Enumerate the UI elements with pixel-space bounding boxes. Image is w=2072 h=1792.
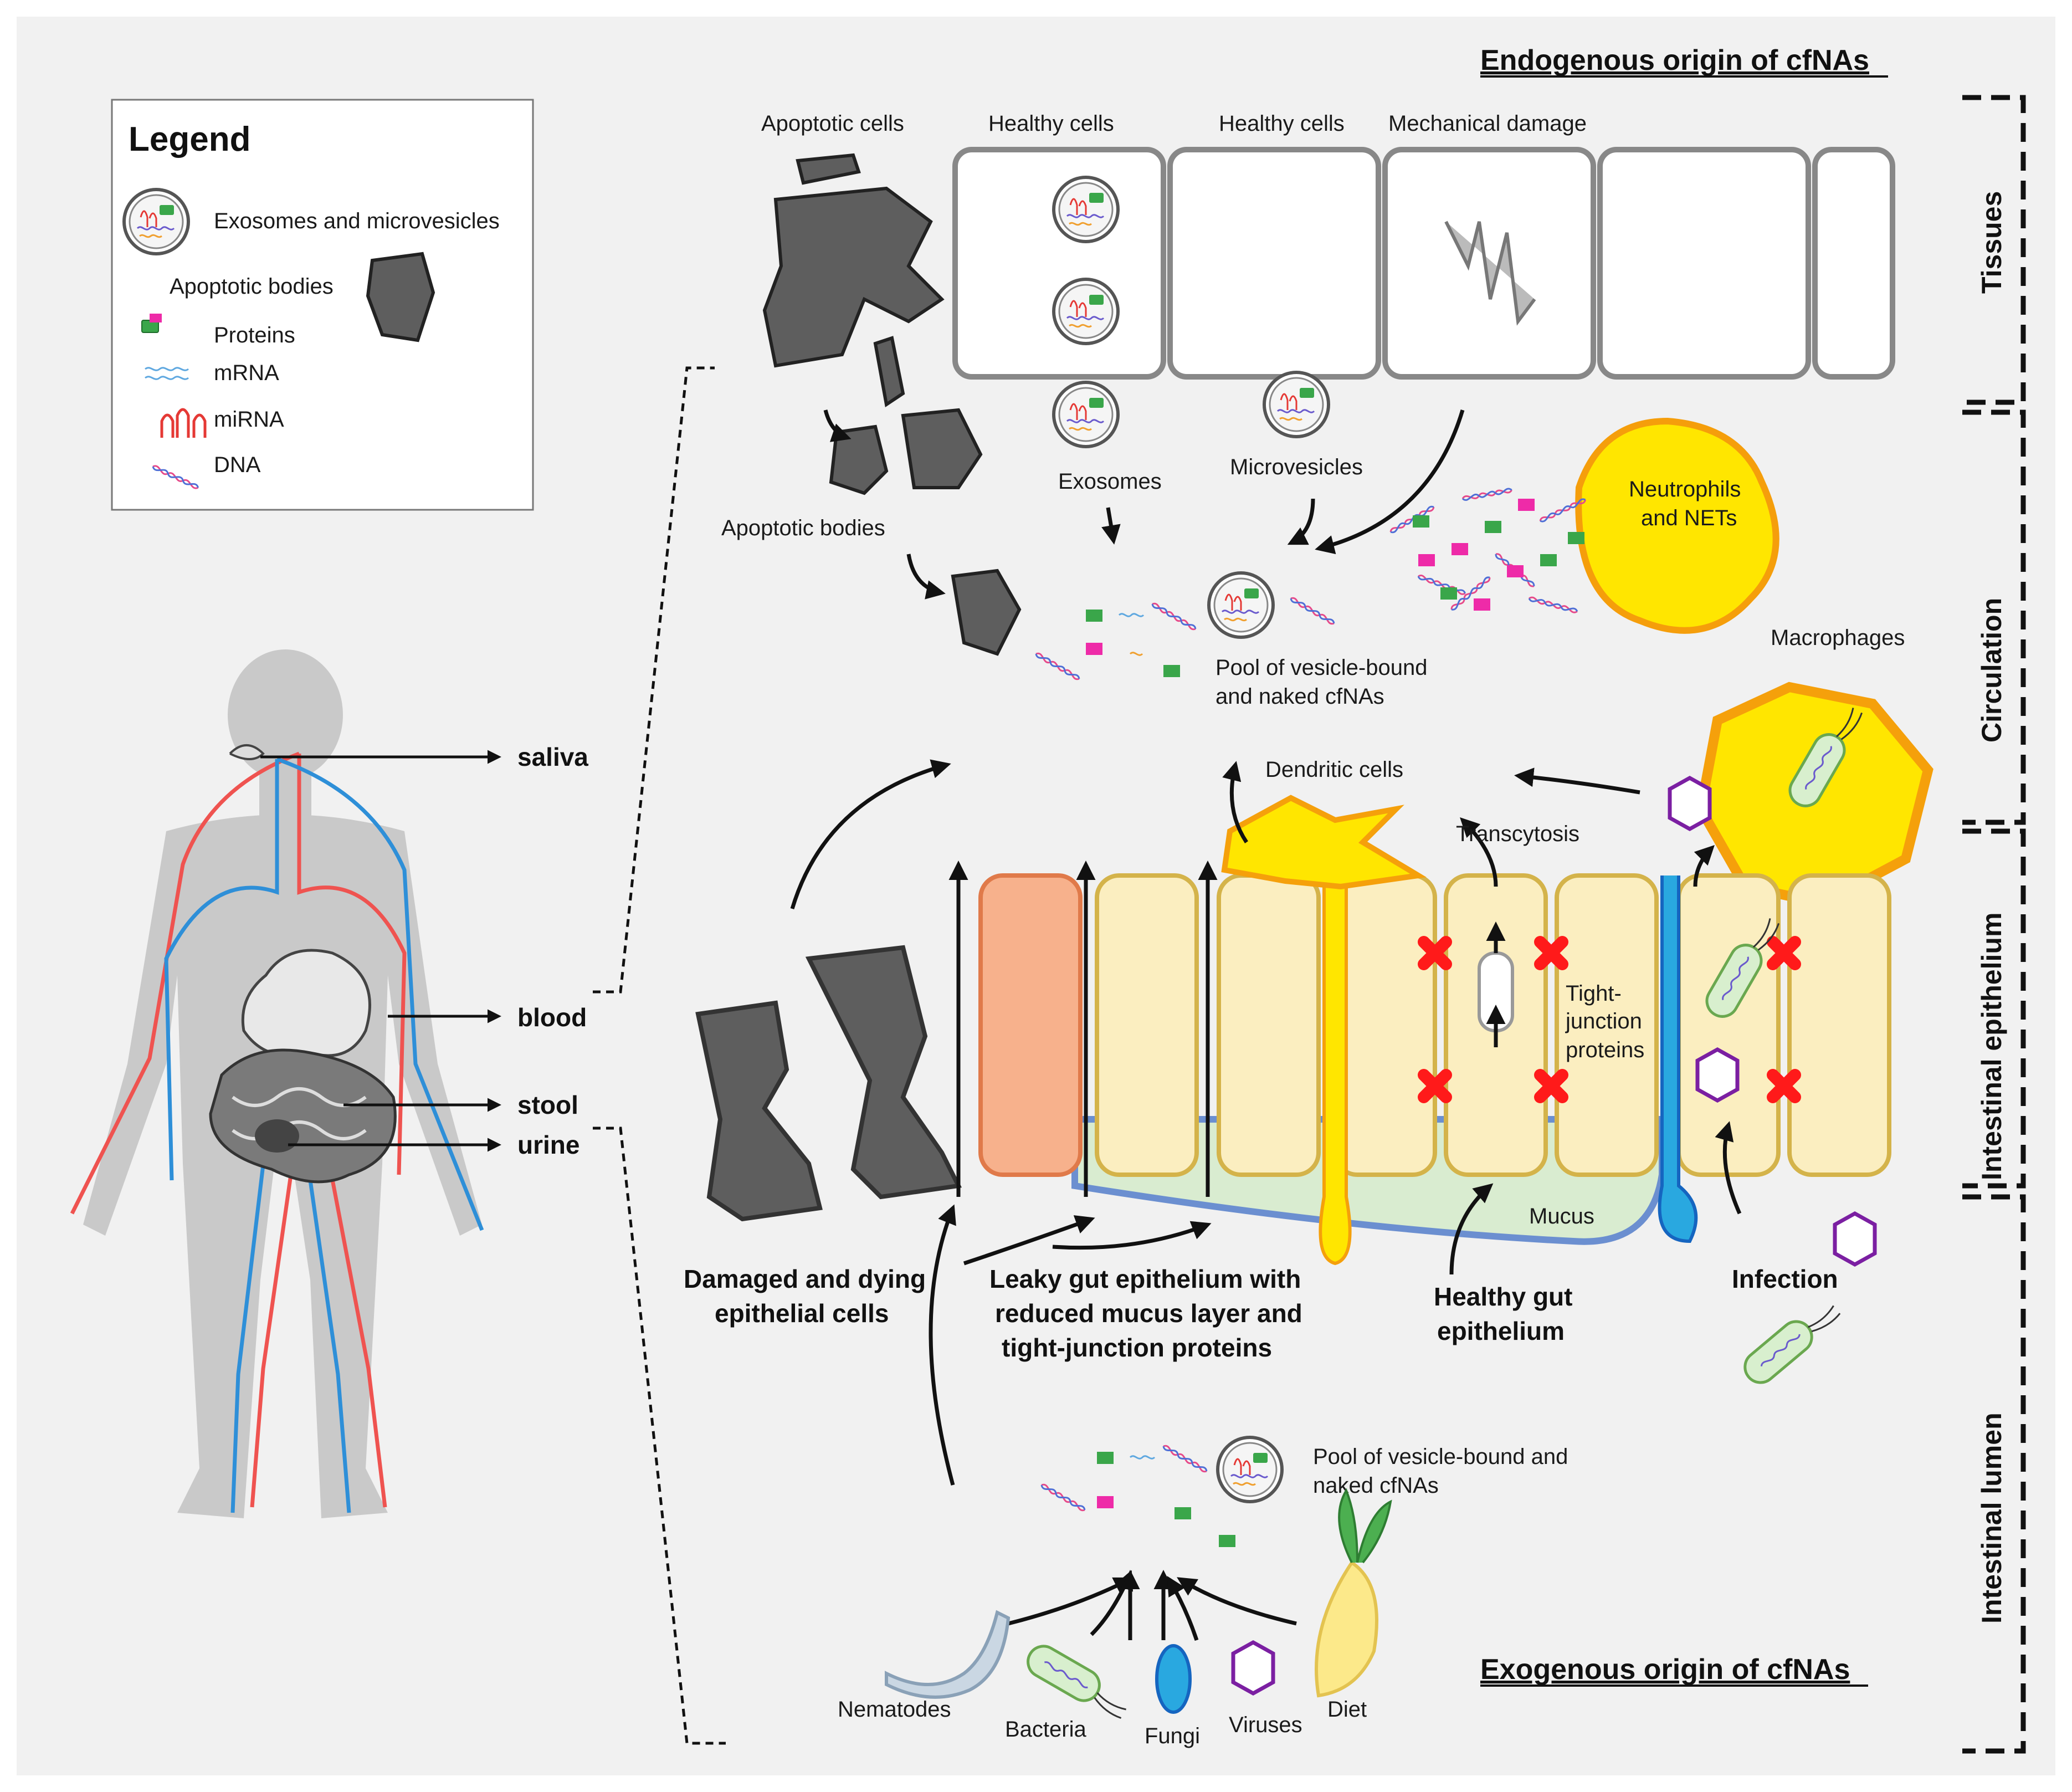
viruses-label: Viruses — [1229, 1713, 1302, 1737]
legend-box: Legend Exosomes and microvesicles Apopto… — [111, 99, 534, 511]
damaged-epithelial-cells — [695, 945, 962, 1222]
diet-label: Diet — [1327, 1697, 1367, 1722]
epithelium-compartment-label: Intestinal epithelium — [1976, 913, 2007, 1180]
blood-label: blood — [517, 1003, 587, 1032]
lost-tight-junction-markers — [1418, 936, 1801, 1103]
exosome-in-cell — [1054, 177, 1118, 242]
circulation-compartment-label: Circulation — [1976, 598, 2007, 743]
virus-icon — [1697, 1049, 1737, 1100]
tight-junction-label-line1: Tight- — [1566, 981, 1622, 1006]
urine-dashed-connector — [593, 1127, 726, 1745]
legend-dna-label: DNA — [214, 453, 261, 477]
digestive-tract — [241, 949, 371, 1057]
healthy-cells-label-1: Healthy cells — [988, 111, 1114, 136]
exogenous-heading: Exogenous origin of cfNAs — [1480, 1653, 1850, 1686]
infection-label: Infection — [1732, 1264, 1838, 1293]
damaged-label-line1: Damaged and dying — [684, 1264, 926, 1293]
exosomes-label: Exosomes — [1058, 469, 1162, 494]
apoptotic-cells-label: Apoptotic cells — [761, 111, 904, 136]
circulation-pool — [1034, 573, 1336, 682]
legend-proteins-label: Proteins — [214, 323, 295, 347]
compartment-brackets — [1962, 95, 2026, 1754]
nematodes-label: Nematodes — [838, 1697, 951, 1722]
leaky-label-line2: reduced mucus layer and — [995, 1299, 1302, 1328]
gut-epithelium — [978, 795, 1891, 1266]
circulation-pool-label-line1: Pool of vesicle-bound — [1215, 656, 1427, 680]
mechanical-damage-label: Mechanical damage — [1388, 111, 1587, 136]
legend-mirna-label: miRNA — [214, 407, 284, 432]
healthy-cells-label-2: Healthy cells — [1219, 111, 1345, 136]
lumen-arrows — [1008, 1570, 1297, 1641]
blood-vessel-blue — [164, 757, 484, 1513]
apoptotic-bodies-label: Apoptotic bodies — [721, 516, 885, 540]
bacteria-label: Bacteria — [1005, 1717, 1086, 1742]
tight-junction-label-line3: proteins — [1566, 1038, 1644, 1062]
nematode-icon — [885, 1610, 1011, 1699]
blood-vessel-red — [70, 751, 407, 1508]
transcytosis-label: Transcytosis — [1456, 822, 1579, 846]
mirna-icon — [160, 408, 207, 438]
tight-junction-label-line2: junction — [1565, 1009, 1642, 1033]
legend-exosomes-label: Exosomes and microvesicles — [214, 209, 500, 233]
dendritic-cells-label: Dendritic cells — [1265, 757, 1403, 782]
legend-title: Legend — [129, 120, 250, 158]
lumen-pool-label-line1: Pool of vesicle-bound and — [1313, 1445, 1568, 1469]
blood-dashed-connector — [593, 366, 715, 994]
tissues-compartment-label: Tissues — [1976, 191, 2007, 294]
virus-source-icon — [1233, 1642, 1273, 1693]
apoptotic-cells — [762, 153, 1022, 656]
nets-cluster — [1388, 487, 1587, 615]
diet-carrot-icon — [1315, 1560, 1378, 1698]
virus-icon — [1670, 778, 1710, 829]
fungus-icon — [1155, 1644, 1192, 1714]
exosome-icon — [124, 190, 188, 254]
lumen-compartment-label: Intestinal lumen — [1976, 1412, 2007, 1624]
stool-label: stool — [517, 1090, 578, 1119]
endogenous-heading: Endogenous origin of cfNAs — [1480, 44, 1869, 76]
circulation-pool-label-line2: and naked cfNAs — [1215, 684, 1384, 709]
macrophages-label: Macrophages — [1771, 626, 1905, 650]
tissue-arrows — [823, 409, 1465, 600]
leaky-label-line1: Leaky gut epithelium with — [989, 1264, 1301, 1293]
mrna-icon — [145, 367, 189, 380]
saliva-label: saliva — [517, 743, 588, 771]
exosome-in-cell — [1054, 279, 1118, 344]
apoptotic-body-icon — [366, 252, 435, 342]
neutrophil-cell — [1575, 417, 1779, 634]
exosome-released — [1054, 382, 1118, 447]
lumen-pool-label-line2: naked cfNAs — [1313, 1473, 1439, 1498]
virus-icon — [1835, 1214, 1875, 1264]
microvesicle-released — [1264, 372, 1329, 437]
mucus-label: Mucus — [1529, 1204, 1594, 1228]
neutrophils-label-line2: and NETs — [1641, 506, 1737, 530]
urine-label: urine — [517, 1130, 579, 1159]
leaky-label-line3: tight-junction proteins — [1002, 1333, 1272, 1362]
microvesicles-label: Microvesicles — [1230, 455, 1363, 479]
healthy-gut-label-line1: Healthy gut — [1434, 1282, 1572, 1311]
healthy-gut-label-line2: epithelium — [1437, 1317, 1565, 1345]
human-silhouette — [70, 649, 484, 1518]
body-site-arrows — [260, 750, 501, 1152]
legend-apoptotic-label: Apoptotic bodies — [170, 274, 334, 299]
fungi-label: Fungi — [1145, 1724, 1200, 1748]
damaged-label-line2: epithelial cells — [715, 1299, 889, 1328]
neutrophils-label-line1: Neutrophils — [1629, 477, 1741, 501]
lumen-pool — [1039, 1437, 1282, 1547]
epithelium-arrows — [790, 759, 1742, 1486]
legend-mrna-label: mRNA — [214, 361, 279, 385]
